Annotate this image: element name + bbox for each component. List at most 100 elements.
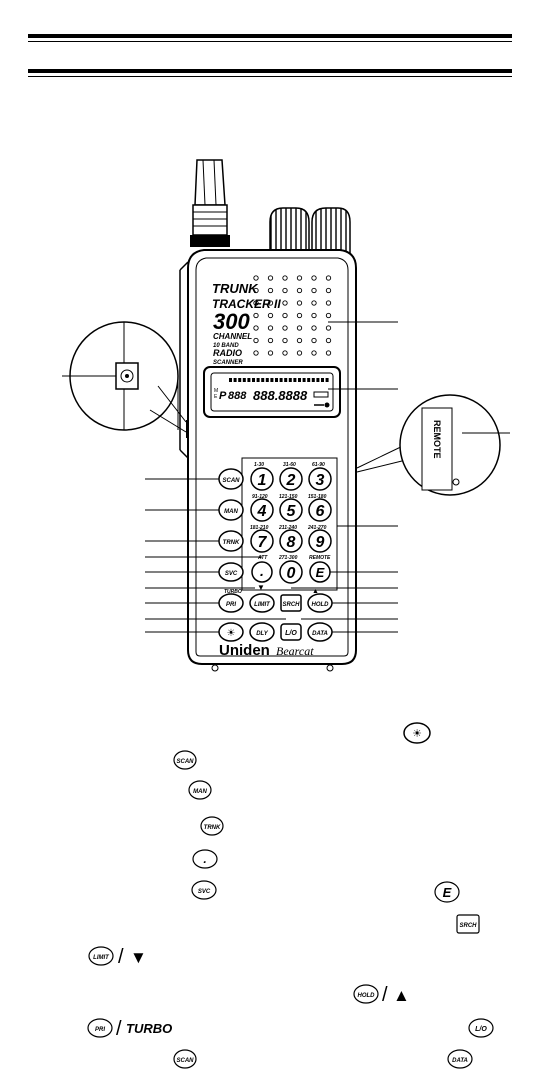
lcd-frequency: 888.8888 (253, 388, 308, 403)
signal-segment (242, 378, 246, 382)
grille-hole (296, 325, 303, 331)
key-0-label: 0 (287, 565, 296, 582)
signal-segment (233, 378, 237, 382)
grille-hole (282, 300, 288, 306)
label-line7: SCANNER (213, 360, 243, 366)
antenna (190, 159, 230, 247)
signal-segment (265, 378, 269, 382)
key-5[interactable] (279, 498, 303, 522)
range-8: 211-240 (278, 525, 297, 531)
scanner-body (179, 249, 357, 672)
grille-hole (311, 337, 317, 344)
channel-range-labels: 1-30 31-60 61-90 91-120 121-150 151-180 … (224, 462, 331, 595)
lo-key-label: L/O (285, 630, 297, 637)
grille-hole (282, 325, 288, 331)
grille-hole (296, 275, 303, 281)
srch-key-label: SRCH (282, 602, 300, 608)
key-8-label: 8 (287, 534, 296, 551)
lo-key[interactable] (280, 623, 302, 641)
legend-dot-label: . (203, 852, 206, 866)
key-dot-label: . (260, 563, 264, 579)
grille-hole (253, 312, 259, 319)
legend-svc-key (191, 880, 217, 900)
header-rule-top-thin (28, 41, 512, 42)
grille-hole (296, 337, 303, 344)
grille-hole (311, 287, 317, 294)
grille-hole (325, 312, 332, 319)
label-line3: 300 (213, 309, 250, 334)
grille-hole (253, 275, 259, 281)
legend-separator-1: / (118, 946, 124, 968)
grille-hole (267, 325, 274, 331)
scan-key-label: SCAN (222, 478, 240, 484)
grille-hole (311, 300, 317, 306)
att-label: ATT (257, 555, 268, 561)
signal-segment (311, 378, 315, 382)
legend-e-label: E (443, 885, 452, 900)
key-7[interactable] (250, 529, 274, 553)
grille-hole (296, 350, 303, 356)
label-line5: 10 BAND (213, 343, 239, 349)
range-1: 1-30 (254, 462, 264, 468)
grille-hole (311, 350, 317, 356)
key-dot[interactable] (251, 561, 273, 583)
grille-hole (311, 312, 317, 319)
signal-segment (288, 378, 292, 382)
header-rule-bottom (28, 69, 512, 73)
key-0[interactable] (279, 560, 303, 584)
key-3[interactable] (308, 467, 332, 491)
model-label: TRUNK TRACKER II 300 CHANNEL 10 BAND RAD… (212, 281, 281, 366)
key-4-label: 4 (257, 503, 267, 520)
legend-scan-key-2 (173, 1049, 197, 1069)
key-1[interactable] (250, 467, 274, 491)
grille-hole (253, 350, 259, 356)
range-6: 151-180 (308, 494, 327, 500)
legend-separator-2: / (382, 984, 388, 1006)
grille-hole (253, 300, 259, 306)
legend-data-label: DATA (452, 1058, 468, 1064)
legend-pri-key (87, 1018, 113, 1038)
grille-hole (267, 275, 274, 281)
signal-segment (238, 378, 242, 382)
range-2: 31-60 (283, 462, 296, 468)
signal-segment (229, 378, 232, 382)
signal-segment (302, 378, 306, 382)
key-9-label: 9 (316, 534, 325, 551)
legend-lo-key (468, 1018, 494, 1038)
key-4[interactable] (250, 498, 274, 522)
legend-limit-key (88, 946, 114, 966)
key-2[interactable] (279, 467, 303, 491)
key-9[interactable] (308, 529, 332, 553)
header-rule-top (28, 34, 512, 38)
trnk-key-label: TRNK (223, 540, 240, 546)
grille-hole (253, 287, 259, 294)
dly-key[interactable] (249, 622, 275, 642)
grille-hole (267, 300, 274, 306)
man-key-label: MAN (224, 509, 238, 515)
legend-trnk-key (200, 816, 224, 836)
label-line6: RADIO (213, 348, 242, 358)
limit-key[interactable] (249, 593, 275, 613)
legend-hold-key (353, 984, 379, 1004)
legend-pri-label: PRI (95, 1027, 105, 1033)
grille-hole (296, 312, 303, 319)
grille-hole (282, 337, 288, 344)
grille-hole (282, 350, 288, 356)
grille-hole (325, 350, 332, 356)
srch-key[interactable] (280, 594, 302, 612)
grille-hole (325, 300, 332, 306)
keypad-frame (241, 457, 338, 591)
remote-jack-label: REMOTE (432, 420, 442, 459)
limit-key-label: LIMIT (254, 602, 271, 608)
key-6[interactable] (308, 498, 332, 522)
signal-segment (307, 378, 311, 382)
signal-segment (284, 378, 288, 382)
signal-segment (321, 378, 324, 382)
label-line1: TRUNK (212, 281, 259, 296)
speaker-grille (253, 275, 332, 356)
key-e-label: E (316, 565, 325, 580)
label-line2: TRACKER II (212, 297, 281, 311)
key-8[interactable] (279, 529, 303, 553)
digit-keys: 1 2 3 4 5 6 7 8 9 0 . E (250, 467, 332, 584)
